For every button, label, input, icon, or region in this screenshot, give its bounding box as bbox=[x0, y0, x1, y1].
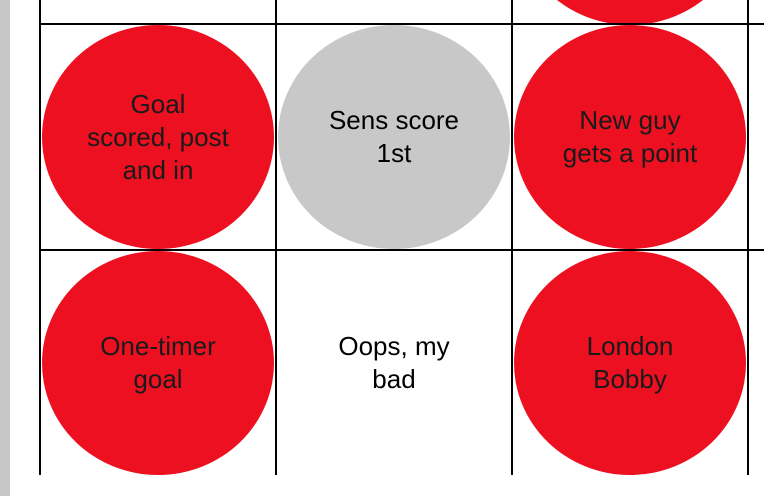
bingo-cell-r0-c0[interactable] bbox=[41, 0, 277, 23]
bingo-cell-r2-c0[interactable]: One-timer goal bbox=[41, 249, 277, 475]
bingo-cell-r2-c1[interactable]: Oops, my bad bbox=[277, 249, 513, 475]
marker-circle bbox=[42, 251, 274, 475]
marker-circle bbox=[514, 0, 746, 25]
bingo-cell-r2-c2[interactable]: London Bobby bbox=[513, 249, 749, 475]
bingo-cell-r2-c3[interactable] bbox=[749, 249, 764, 475]
scrollbar-strip bbox=[0, 0, 10, 496]
bingo-cell-r1-c3[interactable] bbox=[749, 23, 764, 249]
bingo-cell-r0-c1[interactable] bbox=[277, 0, 513, 23]
bingo-cell-r1-c1[interactable]: Sens score 1st bbox=[277, 23, 513, 249]
bingo-cell-r0-c3[interactable] bbox=[749, 0, 764, 23]
bingo-cell-r1-c2[interactable]: New guy gets a point bbox=[513, 23, 749, 249]
cell-label: Sens score 1st bbox=[328, 105, 460, 168]
cell-label: London Bobby bbox=[586, 331, 674, 394]
marker-circle bbox=[514, 251, 746, 475]
cell-label: Oops, my bad bbox=[338, 331, 450, 394]
cell-label: New guy gets a point bbox=[562, 105, 698, 168]
cell-label: One-timer goal bbox=[100, 331, 216, 394]
bingo-board: Goal scored, post and in Sens score 1st … bbox=[39, 0, 764, 475]
bingo-cell-r1-c0[interactable]: Goal scored, post and in bbox=[41, 23, 277, 249]
cell-label: Goal scored, post and in bbox=[87, 88, 229, 185]
free-space-circle bbox=[278, 25, 510, 249]
marker-circle bbox=[42, 25, 274, 249]
marker-circle bbox=[514, 25, 746, 249]
bingo-grid: Goal scored, post and in Sens score 1st … bbox=[39, 0, 764, 475]
bingo-cell-r0-c2[interactable] bbox=[513, 0, 749, 25]
